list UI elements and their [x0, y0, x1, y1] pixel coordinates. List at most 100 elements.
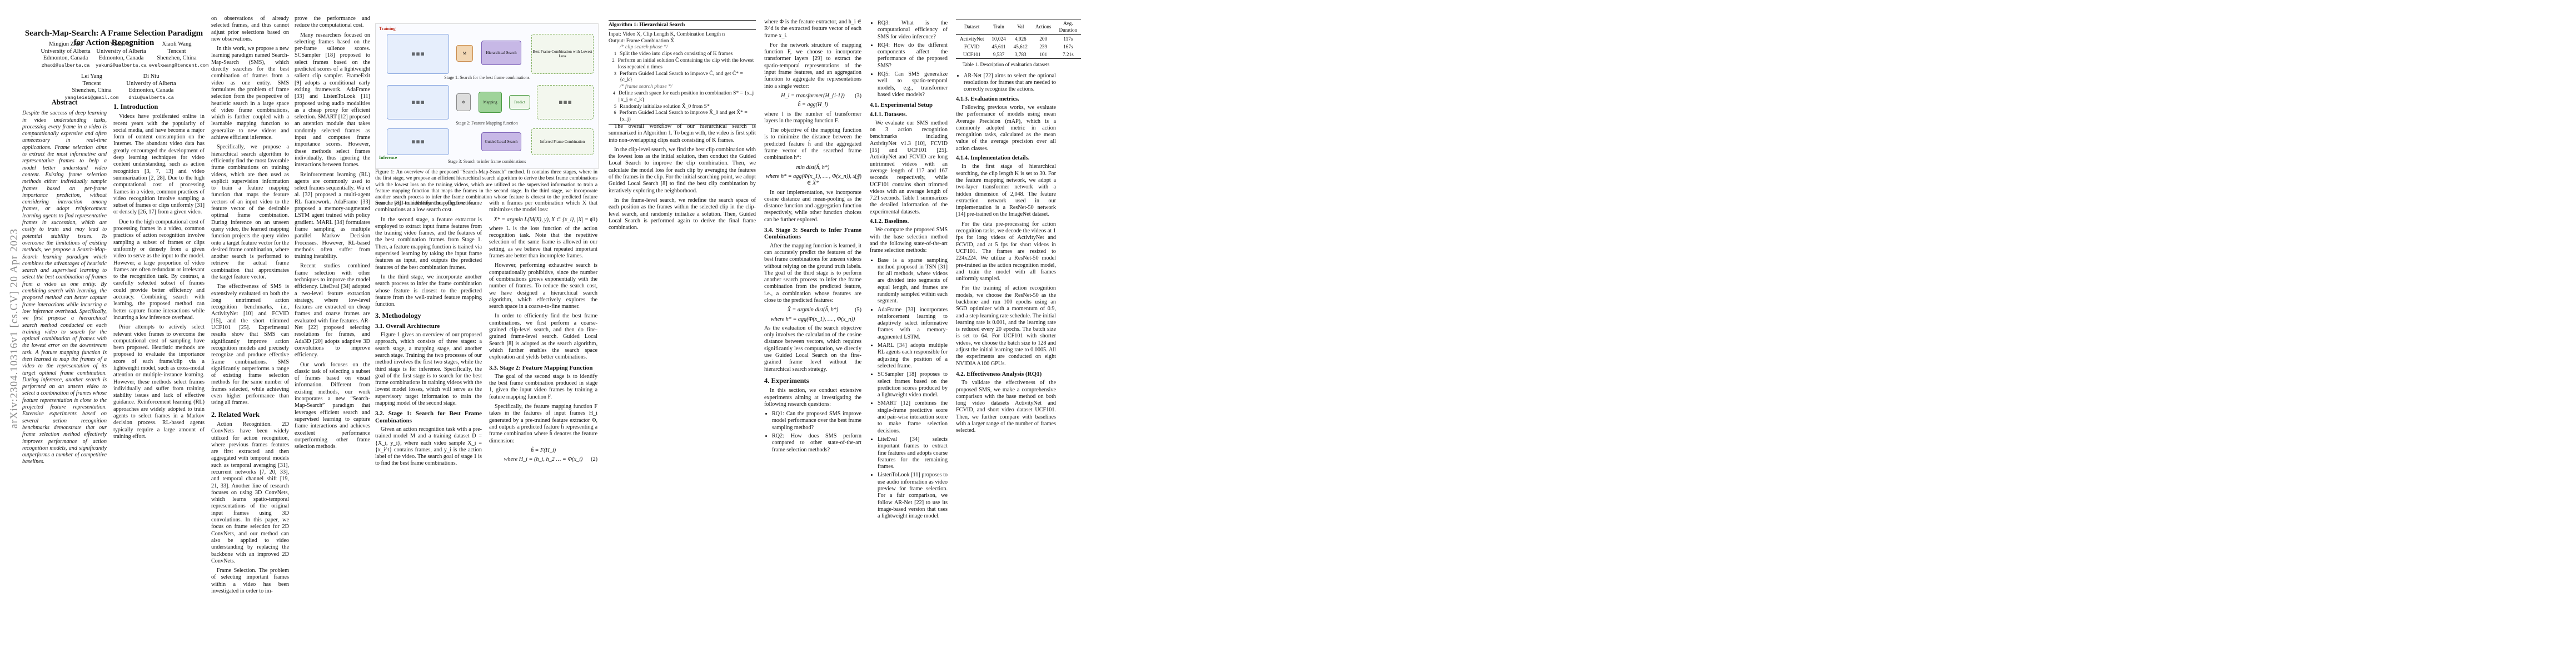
- list-item: MARL [34] adopts multiple RL agents each…: [878, 342, 948, 370]
- paragraph: For the data pre-processing for action r…: [956, 221, 1056, 282]
- equation-5b: where h* = agg(Φ(x_1), … , Φ(x_n)): [770, 316, 855, 322]
- video-frames-group: ▦ ▦ ▦: [387, 34, 449, 74]
- guided-local-search-box: Guided Local Search: [481, 132, 521, 151]
- author-block: Yakun Yu University of Alberta Edmonton,…: [93, 41, 149, 69]
- paragraph: on observations of already selected fram…: [211, 16, 289, 42]
- table-cell: ActivityNet: [960, 36, 984, 42]
- list-item: RQ5: Can SMS generalize well to spatio-t…: [878, 71, 948, 98]
- author-aff: Tencent: [167, 48, 186, 54]
- author-email: zhao2@ualberta.ca: [41, 62, 90, 68]
- paragraph: Frame Selection. The problem of selectin…: [211, 568, 289, 595]
- equation-number: (2): [591, 456, 597, 463]
- author-name: Mingjun Zhao: [48, 41, 83, 47]
- algorithm-line-number: 4: [612, 90, 615, 96]
- model-block: M: [456, 45, 473, 62]
- author-block: Mingjun Zhao University of Alberta Edmon…: [38, 41, 93, 69]
- best-combination-box: Best Frame Combination with Lowest Loss: [531, 34, 594, 74]
- table-cell: 239: [1039, 43, 1048, 49]
- algorithm-line-number: 6: [614, 110, 616, 116]
- table-cell: 117s: [1063, 36, 1073, 42]
- column-5: with n frames per combination which X th…: [489, 200, 597, 465]
- column-intro: 1. Introduction Videos have proliferated…: [113, 99, 205, 443]
- algorithm-line-text: /* frame search phase */: [620, 83, 672, 90]
- paper-title: Search-Map-Search: A Frame Selection Par…: [24, 29, 203, 47]
- predict-box: Predict: [509, 95, 530, 109]
- hierarchical-search-box: Hierarchical Search: [481, 41, 521, 65]
- author-aff: Shenzhen, China: [157, 55, 197, 61]
- subsubsection-heading: 4.1.4. Implementation details.: [956, 155, 1030, 162]
- paragraph: For the network structure of mapping fun…: [764, 42, 861, 89]
- author-email: yangleiei@gmail.com: [64, 94, 119, 101]
- equation-2: ĥ = F(H_i): [530, 447, 556, 454]
- section-heading: 3. Methodology: [375, 312, 421, 320]
- equation-number: (5): [855, 307, 861, 313]
- table-header-cell: Val: [1017, 24, 1024, 30]
- paragraph: In this work, we propose a new learning …: [211, 46, 289, 141]
- stage1-label: Stage 1: Search for the best frame combi…: [444, 75, 530, 80]
- algorithm-line-number: [609, 44, 616, 51]
- paragraph: where Φ is the feature extractor, and h_…: [764, 19, 861, 39]
- figure-1: Training ▦ ▦ ▦ M Hierarchical Search Bes…: [375, 23, 599, 169]
- research-questions-list: RQ3: What is the computational efficienc…: [870, 20, 948, 98]
- algorithm-1: Algorithm 1: Hierarchical Search Input: …: [609, 19, 756, 126]
- equation-3b: ĥ = agg(H_l): [798, 102, 828, 108]
- equation-4: min dist(ĥ, h*): [796, 164, 830, 171]
- algorithm-line-text: Split the video into clips each consisti…: [620, 51, 733, 57]
- author-block: Lei Yang Tencent Shenzhen, China yanglei…: [64, 73, 119, 101]
- author-aff: University of Alberta: [126, 80, 176, 87]
- table-cell: 101: [1039, 52, 1048, 58]
- table-header-cell: Dataset: [964, 24, 980, 30]
- paragraph: prove the performance and reduce the com…: [295, 16, 370, 29]
- paragraph: The effectiveness of SMS is extensively …: [211, 283, 289, 406]
- paragraph: We compare the proposed SMS with the bas…: [870, 227, 948, 254]
- paragraph: The objective of the mapping function is…: [764, 127, 861, 161]
- list-item: AdaFrame [33] incorporates reinforcement…: [878, 307, 948, 341]
- paragraph: As the evaluation of the search objectiv…: [764, 325, 861, 372]
- algorithm-line: /* frame search phase */: [609, 83, 756, 90]
- stage3-label: Stage 3: Search to infer frame combinati…: [447, 159, 526, 164]
- paragraph: For the training of action recognition m…: [956, 285, 1056, 367]
- paragraph: In this section, we conduct extensive ex…: [764, 387, 861, 407]
- feature-extractor-block: Φ: [456, 93, 471, 111]
- subsection-heading: 3.1. Overall Architecture: [375, 322, 440, 330]
- mapping-box: Mapping: [479, 92, 502, 113]
- algorithm-line-text: Perform an initial solution Ĉ containing…: [617, 57, 754, 70]
- table-cell: 200: [1039, 36, 1048, 42]
- algorithm-line-number: [609, 83, 616, 90]
- abstract: Abstract Despite the success of deep lea…: [22, 99, 107, 466]
- equation-4b: where h* = agg(Φ(x_1), … , Φ(x_n)), x_j …: [765, 173, 861, 187]
- table-cell: 7.21s: [1063, 52, 1074, 58]
- paragraph: The goal of the second stage is to ident…: [489, 373, 597, 400]
- algorithm-line-text: Perform Guided Local Search to improve Ĉ…: [619, 70, 743, 83]
- table-cell: 3,783: [1014, 52, 1027, 58]
- figure-label-training: Training: [379, 26, 396, 31]
- author-aff: Edmonton, Canada: [43, 55, 88, 61]
- abstract-heading: Abstract: [51, 98, 78, 106]
- paragraph: where L is the loss function of the acti…: [489, 225, 597, 260]
- paragraph: Action Recognition. 2D ConvNets have bee…: [211, 421, 289, 564]
- column-3: on observations of already selected fram…: [211, 16, 289, 598]
- list-item: RQ3: What is the computational efficienc…: [878, 20, 948, 41]
- algorithm-line-text: Define search space for each position in…: [618, 89, 754, 103]
- stage2-label: Stage 2: Feature Mapping function: [456, 121, 518, 126]
- column-4b: Search [8] to identify the effective fra…: [375, 200, 482, 470]
- equation-number: (3): [855, 92, 861, 99]
- table-cell: 167s: [1063, 43, 1073, 49]
- list-item: SMART [12] combines the single-frame pre…: [878, 400, 948, 434]
- paragraph: Recent studies combined frame selection …: [295, 263, 370, 359]
- author-aff: Edmonton, Canada: [128, 87, 174, 93]
- list-item: RQ2: How does SMS perform compared to ot…: [772, 433, 861, 454]
- paragraph: Prior attempts to actively select releva…: [113, 324, 205, 440]
- paragraph: Search [8] to identify the effective fra…: [375, 200, 482, 213]
- algorithm-line: /* clip search phase */: [609, 44, 756, 51]
- list-item: RQ1: Can the proposed SMS improve model …: [772, 411, 861, 431]
- baselines-list: AR-Net [22] aims to select the optional …: [956, 73, 1056, 93]
- algorithm-line-number: 5: [614, 103, 616, 109]
- paragraph: However, performing exhaustive search is…: [489, 262, 597, 310]
- author-aff: Shenzhen, China: [72, 87, 112, 93]
